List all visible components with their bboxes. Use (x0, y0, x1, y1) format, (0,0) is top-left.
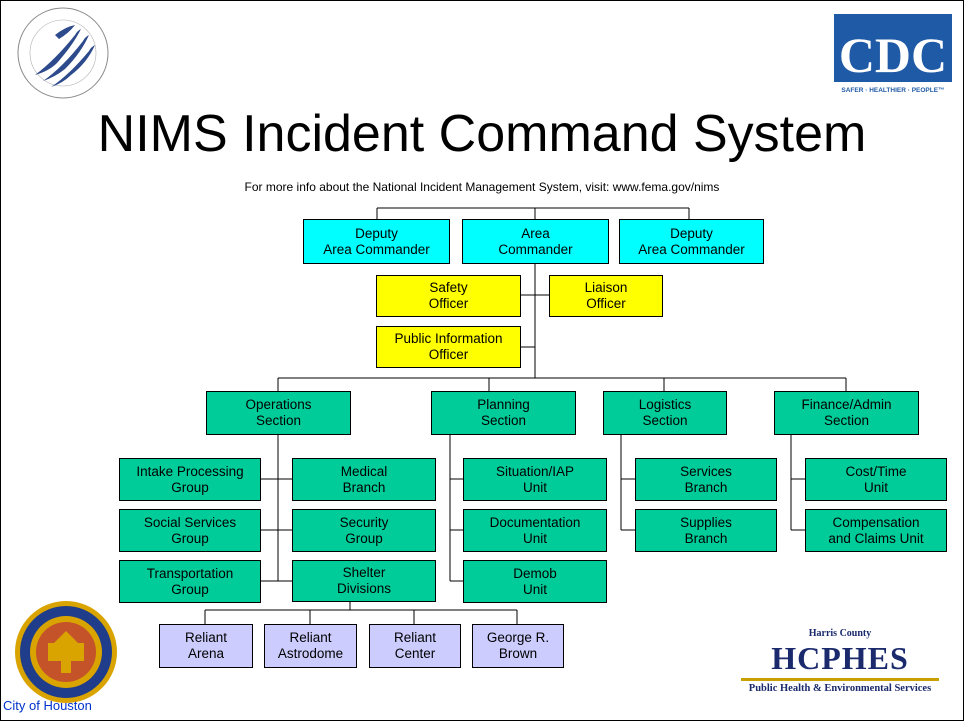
transportation-group-box: Transportation Group (119, 560, 261, 603)
hcphes-logo: Harris County HCPHES Public Health & Env… (735, 626, 945, 700)
finance-admin-section-box: Finance/Admin Section (774, 391, 919, 435)
cdc-logo: CDC SAFER · HEALTHIER · PEOPLE™ (834, 14, 952, 96)
documentation-unit-box: Documentation Unit (463, 509, 607, 552)
situation-iap-unit-box: Situation/IAP Unit (463, 458, 607, 501)
deputy-area-commander-left-box: Deputy Area Commander (303, 219, 450, 264)
security-group-box: Security Group (292, 509, 436, 552)
hcphes-county-label: Harris County (808, 628, 872, 639)
city-of-houston-label: City of Houston (3, 698, 92, 713)
reliant-center-box: Reliant Center (369, 624, 461, 668)
shelter-divisions-box: Shelter Divisions (292, 560, 436, 602)
hcphes-name: HCPHES (771, 640, 909, 676)
cdc-logo-text: CDC (839, 27, 947, 83)
operations-section-box: Operations Section (206, 391, 351, 435)
compensation-claims-unit-box: Compensation and Claims Unit (805, 509, 947, 552)
page-title: NIMS Incident Command System (97, 105, 867, 163)
cdc-tagline: SAFER · HEALTHIER · PEOPLE™ (841, 87, 944, 94)
hhs-eagle-icon (17, 7, 109, 99)
social-services-group-box: Social Services Group (119, 509, 261, 552)
hcphes-divider (741, 678, 939, 681)
reliant-astrodome-box: Reliant Astrodome (264, 624, 357, 668)
reliant-arena-box: Reliant Arena (159, 624, 253, 668)
services-branch-box: Services Branch (635, 458, 777, 501)
george-r-brown-box: George R. Brown (472, 624, 564, 668)
city-of-houston-seal-icon (15, 601, 117, 703)
planning-section-box: Planning Section (431, 391, 576, 435)
safety-officer-box: Safety Officer (376, 275, 521, 317)
deputy-area-commander-right-box: Deputy Area Commander (619, 219, 764, 264)
intake-processing-group-box: Intake Processing Group (119, 458, 261, 501)
hcphes-subtitle: Public Health & Environmental Services (748, 683, 932, 694)
liaison-officer-box: Liaison Officer (549, 275, 663, 317)
demob-unit-box: Demob Unit (463, 560, 607, 603)
cost-time-unit-box: Cost/Time Unit (805, 458, 947, 501)
medical-branch-box: Medical Branch (292, 458, 436, 501)
subtitle: For more info about the National Inciden… (244, 180, 720, 194)
public-information-officer-box: Public Information Officer (376, 326, 521, 368)
logistics-section-box: Logistics Section (603, 391, 727, 435)
supplies-branch-box: Supplies Branch (635, 509, 777, 552)
area-commander-box: Area Commander (462, 219, 609, 264)
